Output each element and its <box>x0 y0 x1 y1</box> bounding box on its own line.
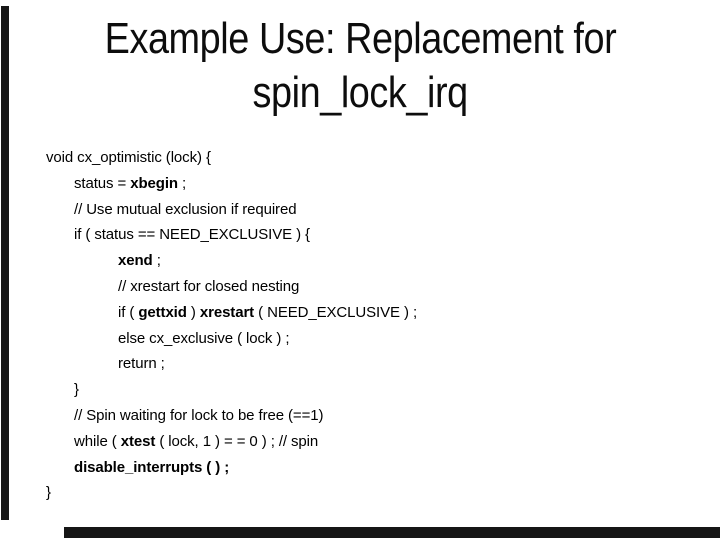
code-line: // Spin waiting for lock to be free (==1… <box>46 403 417 429</box>
code-segment: ) <box>186 303 200 321</box>
code-segment: status = <box>74 174 131 192</box>
left-edge-scan-bar <box>1 6 9 520</box>
code-segment: ( NEED_EXCLUSIVE ) ; <box>254 303 418 321</box>
code-segment: gettxid <box>138 303 187 321</box>
slide-title-line-1-text: Example Use: Replacement for <box>104 14 616 63</box>
code-segment: return ; <box>118 355 165 373</box>
code-segment: disable_interrupts ( ) ; <box>74 458 230 476</box>
code-line: void cx_optimistic (lock) { <box>46 145 417 171</box>
code-line: else cx_exclusive ( lock ) ; <box>46 326 417 352</box>
code-line: while ( xtest ( lock, 1 ) = = 0 ) ; // s… <box>46 429 417 455</box>
code-segment: ; <box>177 174 187 192</box>
code-line: } <box>46 377 417 403</box>
code-segment: void cx_optimistic (lock) { <box>46 149 211 166</box>
slide-title-line-1: Example Use: Replacement for <box>0 12 720 66</box>
slide-title-line-2: spin_lock_irq <box>0 66 720 120</box>
code-segment: ( lock, 1 ) = = 0 ) ; // spin <box>155 432 319 450</box>
code-segment: xend <box>118 252 153 270</box>
code-line: if ( gettxid ) xrestart ( NEED_EXCLUSIVE… <box>46 300 417 326</box>
code-segment: // Spin waiting for lock to be free (==1… <box>74 406 324 424</box>
code-block: void cx_optimistic (lock) { status = xbeg… <box>46 145 417 506</box>
code-segment: // Use mutual exclusion if required <box>74 200 297 218</box>
slide-title-line-2-text: spin_lock_irq <box>252 68 468 117</box>
code-line: if ( status == NEED_EXCLUSIVE ) { <box>46 222 417 248</box>
code-segment: xbegin <box>130 174 178 192</box>
code-segment: else cx_exclusive ( lock ) ; <box>118 329 290 347</box>
code-line: } <box>46 480 417 506</box>
code-line: status = xbegin ; <box>46 171 417 197</box>
code-segment: if ( status == NEED_EXCLUSIVE ) { <box>74 226 310 244</box>
code-line: // Use mutual exclusion if required <box>46 197 417 223</box>
code-line: return ; <box>46 351 417 377</box>
code-segment: } <box>74 381 79 399</box>
code-segment: xrestart <box>199 303 255 321</box>
code-segment: // xrestart for closed nesting <box>118 277 300 295</box>
code-segment: while ( <box>74 432 121 450</box>
bottom-edge-scan-bar <box>64 527 720 538</box>
code-segment: ; <box>152 252 161 270</box>
code-line: disable_interrupts ( ) ; <box>46 455 417 481</box>
code-segment: xtest <box>120 432 156 450</box>
code-line: xend ; <box>46 248 417 274</box>
code-line: // xrestart for closed nesting <box>46 274 417 300</box>
code-segment: if ( <box>118 303 139 321</box>
code-segment: } <box>46 484 51 502</box>
slide-title: Example Use: Replacement for spin_lock_i… <box>0 12 720 120</box>
